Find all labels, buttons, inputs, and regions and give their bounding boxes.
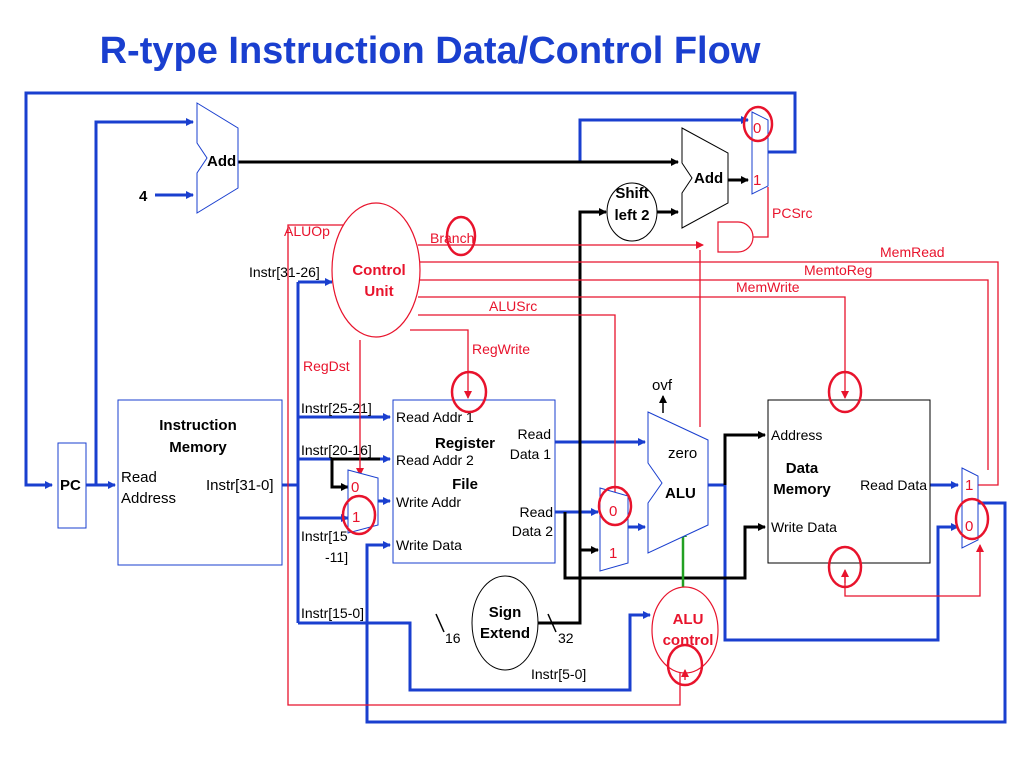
signal-memtoreg: MemtoReg [804, 262, 872, 278]
overflow-output: ovf [652, 377, 673, 394]
read-data-1-port-b: Data 1 [510, 446, 551, 462]
read-addr-1-port: Read Addr 1 [396, 409, 474, 425]
field-instr-15-11-b: -11] [325, 549, 348, 565]
register-file-title-1: Register [435, 435, 495, 452]
pc-mux-input-1: 1 [753, 172, 761, 189]
alu [647, 411, 709, 554]
highlight-pc-mux-0 [742, 105, 774, 143]
highlight-alusrc-mux-0 [597, 485, 633, 527]
highlight-memwrite [827, 370, 863, 414]
instruction-memory-out: Instr[31-0] [206, 477, 274, 494]
instruction-memory-title-2: Memory [169, 439, 227, 456]
highlight-regwrite [450, 370, 488, 414]
register-file-title-2: File [452, 476, 478, 493]
alu-control-label-2: control [663, 632, 714, 649]
alu-control-label-1: ALU [673, 611, 704, 628]
instruction-memory-read-1: Read [121, 469, 157, 486]
data-memory-write-data: Write Data [771, 519, 837, 535]
signal-branch: Branch [430, 230, 474, 246]
signal-memwrite: MemWrite [736, 279, 800, 295]
field-instr-25-21: Instr[25-21] [301, 400, 372, 416]
signal-aluop: ALUOp [284, 223, 330, 239]
constant-four: 4 [139, 188, 148, 205]
control-unit [331, 202, 421, 338]
highlight-memread [827, 545, 863, 589]
branch-adder-label: Add [694, 170, 723, 187]
signal-memread: MemRead [880, 244, 945, 260]
control-unit-label-2: Unit [364, 283, 393, 300]
signal-pcsrc: PCSrc [772, 205, 812, 221]
pc-adder-label: Add [207, 153, 236, 170]
highlight-circles [341, 105, 990, 687]
shift-left-2-label-1: Shift [615, 185, 648, 202]
memtoreg-mux-input-0: 0 [965, 518, 973, 535]
branch-and-gate [717, 221, 754, 253]
read-data-2-port-b: Data 2 [512, 523, 553, 539]
write-data-port: Write Data [396, 537, 462, 553]
regdst-mux-input-0: 0 [351, 479, 359, 496]
signal-alusrc: ALUSrc [489, 298, 537, 314]
highlight-regdst-mux-1 [341, 494, 377, 536]
regdst-mux [347, 469, 379, 534]
signal-regdst: RegDst [303, 358, 350, 374]
field-instr-31-26: Instr[31-26] [249, 264, 320, 280]
read-data-2-port-a: Read [520, 504, 553, 520]
zero-output: zero [668, 445, 697, 462]
write-addr-port: Write Addr [396, 494, 461, 510]
highlight-aluop [666, 643, 704, 687]
alu-label: ALU [665, 485, 696, 502]
field-instr-15-11-a: Instr[15 [301, 528, 348, 544]
field-instr-15-0: Instr[15-0] [301, 605, 364, 621]
alusrc-mux-input-0: 0 [609, 503, 617, 520]
memtoreg-mux [961, 467, 979, 549]
page-title: R-type Instruction Data/Control Flow [99, 30, 761, 72]
bus-width-32: 32 [558, 630, 574, 646]
pc-adder [196, 102, 239, 214]
read-addr-2-port: Read Addr 2 [396, 452, 474, 468]
data-memory [767, 399, 931, 564]
field-instr-5-0: Instr[5-0] [531, 666, 586, 682]
sign-extend-label-1: Sign [489, 604, 522, 621]
data-memory-title-1: Data [786, 460, 819, 477]
alusrc-mux [599, 487, 629, 572]
field-instr-20-16: Instr[20-16] [301, 442, 372, 458]
memtoreg-mux-input-1: 1 [965, 477, 973, 494]
signal-regwrite: RegWrite [472, 341, 530, 357]
instruction-memory-title-1: Instruction [159, 417, 237, 434]
highlight-memtoreg-mux-0 [954, 497, 990, 541]
read-data-1-port-a: Read [518, 426, 551, 442]
data-memory-title-2: Memory [773, 481, 831, 498]
bus-width-16: 16 [445, 630, 461, 646]
instruction-memory-read-2: Address [121, 490, 176, 507]
data-memory-read-data: Read Data [860, 477, 927, 493]
data-memory-address: Address [771, 427, 822, 443]
sign-extend-label-2: Extend [480, 625, 530, 642]
red-wires [287, 187, 999, 706]
pc-mux-input-0: 0 [753, 120, 761, 137]
shift-left-2-label-2: left 2 [614, 207, 649, 224]
pc-label: PC [60, 477, 81, 494]
register-file [392, 399, 556, 564]
shift-left-2 [606, 182, 658, 242]
alusrc-mux-input-1: 1 [609, 545, 617, 562]
control-unit-label-1: Control [352, 262, 405, 279]
branch-adder [681, 127, 729, 229]
alu-control [651, 586, 719, 674]
pc-mux [751, 111, 769, 195]
instruction-memory [117, 399, 283, 566]
pc-register [57, 442, 87, 529]
regdst-mux-input-1: 1 [352, 509, 360, 526]
sign-extend [471, 575, 539, 671]
highlight-branch [445, 215, 477, 257]
black-wires [238, 158, 766, 625]
